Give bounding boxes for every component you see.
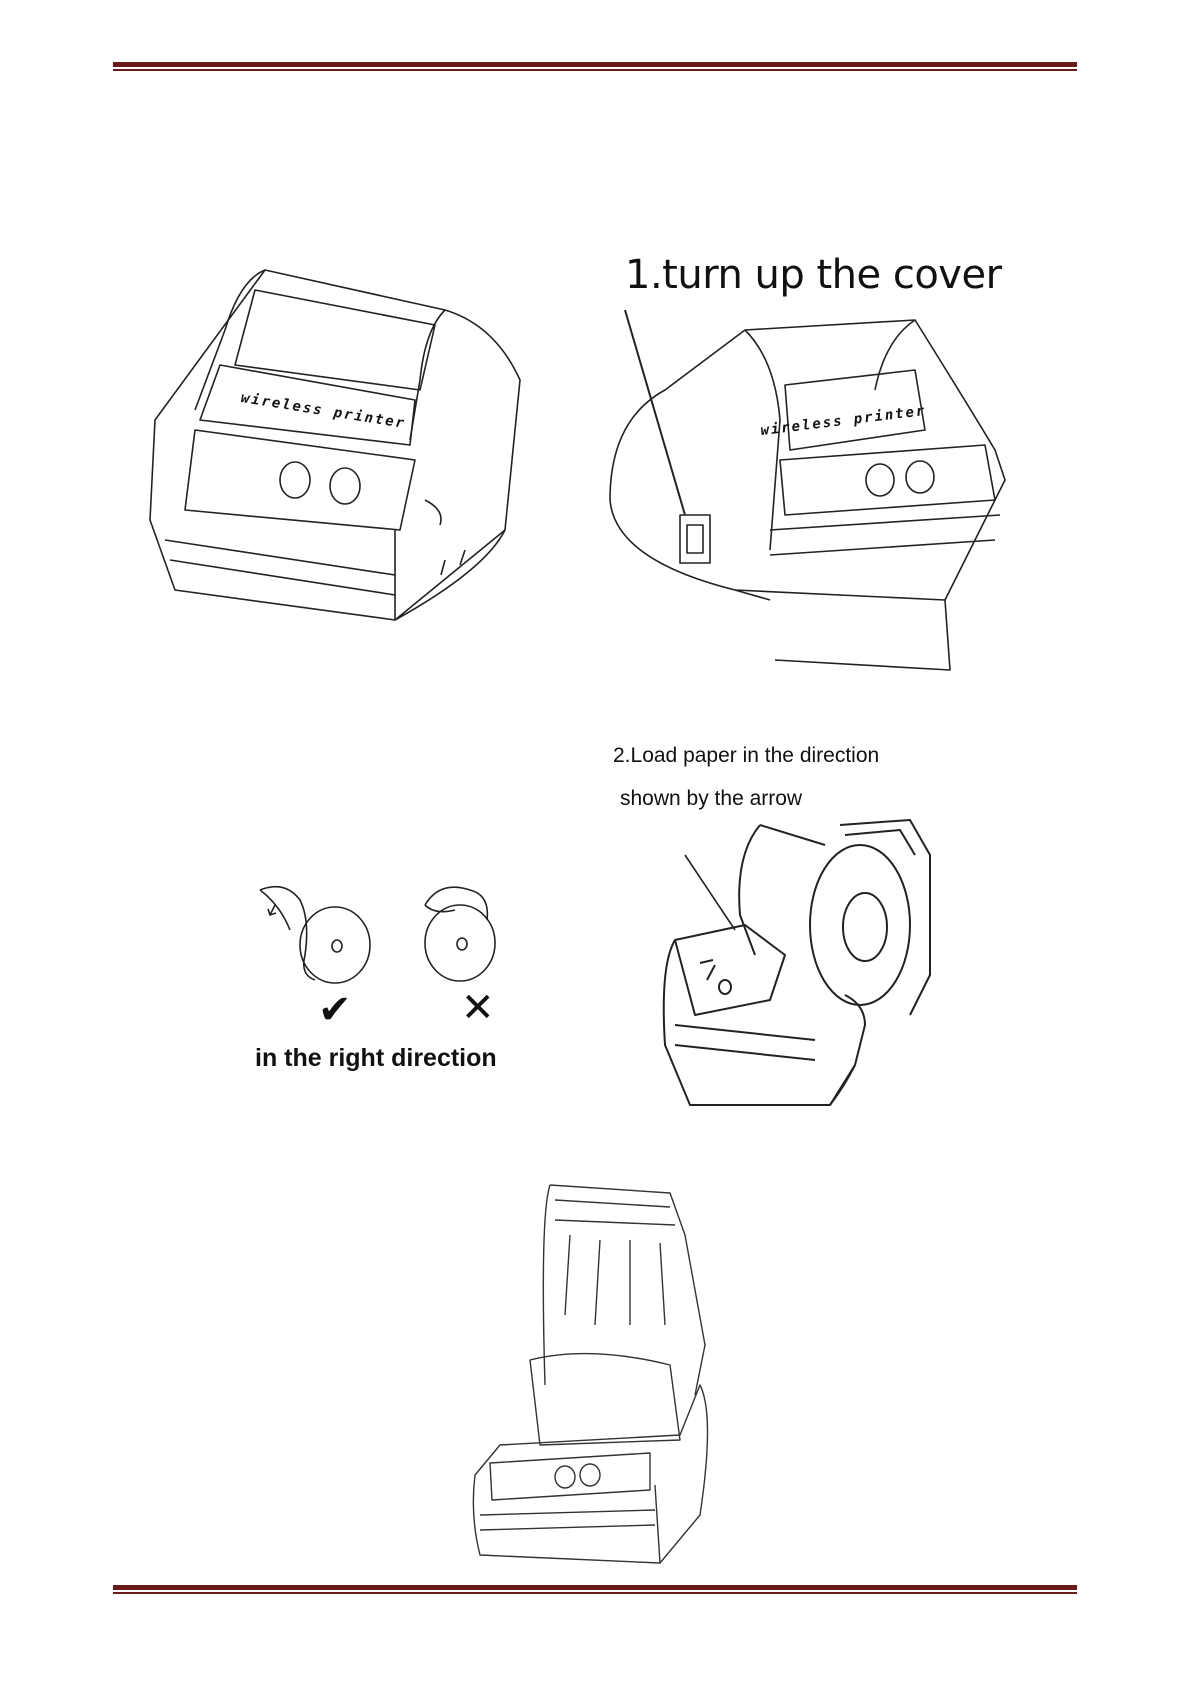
correct-check-icon: ✔	[318, 990, 352, 1030]
paper-loading-drawing	[655, 815, 940, 1105]
printer-closed-figure: wireless printer	[145, 270, 530, 655]
step1-label: 1.turn up the cover	[625, 252, 1002, 298]
printer-open-loaded-figure	[470, 1185, 720, 1565]
paper-roll-drawing	[255, 885, 515, 995]
orientation-caption: in the right direction	[255, 1044, 497, 1073]
printer-open-drawing	[470, 1185, 720, 1565]
paper-roll-orientation-figure	[255, 885, 515, 995]
header-rule	[113, 62, 1077, 71]
paper-loading-figure	[655, 815, 940, 1105]
step2-label-line1: 2.Load paper in the direction	[613, 744, 879, 768]
printer-closed-drawing	[145, 270, 530, 655]
step2-label-line2: shown by the arrow	[620, 787, 802, 811]
footer-rule	[113, 1585, 1077, 1594]
wrong-cross-icon: ✕	[461, 988, 495, 1028]
printer-cover-drawing	[605, 300, 1005, 680]
printer-cover-figure: wireless printer	[605, 300, 1005, 680]
